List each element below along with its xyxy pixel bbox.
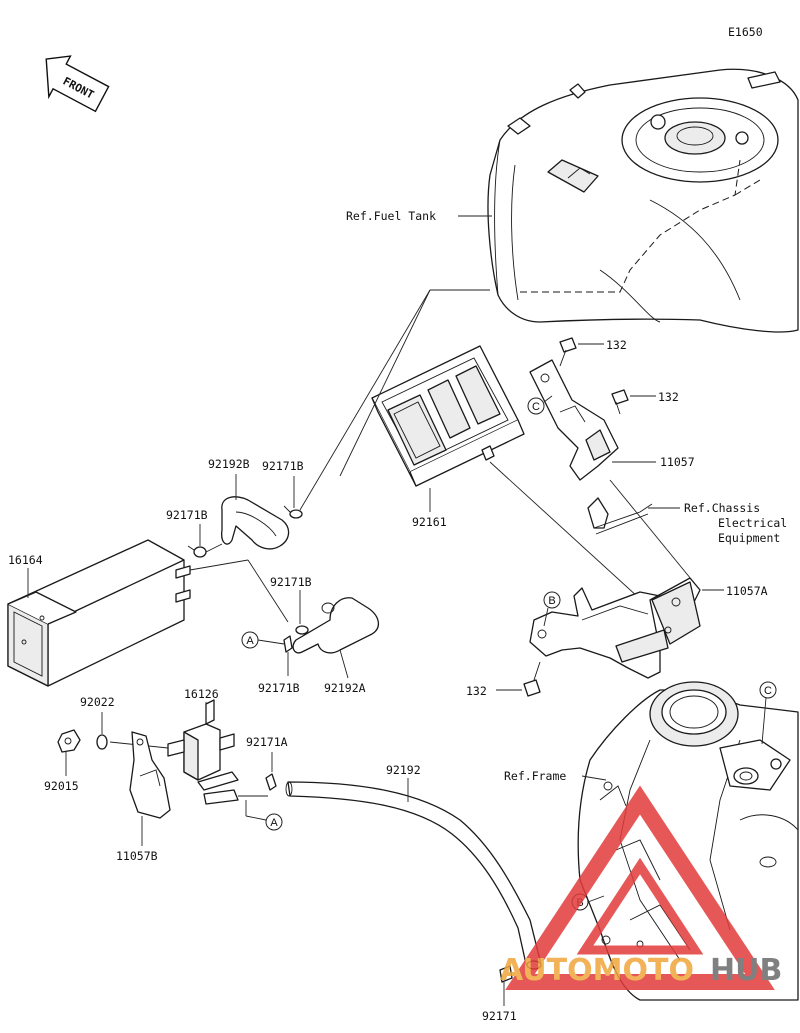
clip-92171b-left xyxy=(187,545,207,558)
label-132-c: 132 xyxy=(466,684,487,698)
leader-tag-b2 xyxy=(587,895,605,903)
ref-tag-c1 xyxy=(527,397,545,415)
label-16126: 16126 xyxy=(184,687,219,701)
ref-chassis-label-2: Electrical xyxy=(718,516,787,530)
canister-92161 xyxy=(371,345,525,487)
label-92171b-d: 92171B xyxy=(258,681,300,695)
ref-fuel-tank-label: Ref.Fuel Tank xyxy=(346,209,436,223)
leader-tag-a1 xyxy=(257,639,285,645)
ref-tag-c2 xyxy=(759,681,777,699)
bolt-132-c xyxy=(523,661,541,697)
ref-tag-c1-text: C xyxy=(532,401,540,413)
label-92171b-b: 92171B xyxy=(166,508,208,522)
clip-92171b-top xyxy=(283,505,303,519)
hose-92192a xyxy=(292,597,379,654)
leader-92192a xyxy=(339,649,349,679)
label-92171: 92171 xyxy=(482,1009,517,1023)
label-92171b-c: 92171B xyxy=(270,575,312,589)
nut-92015 xyxy=(57,729,81,753)
leader-canister-bracket xyxy=(489,461,651,609)
canister-16164 xyxy=(7,539,191,687)
clip-92171b-mid xyxy=(295,625,309,635)
leader-tag-a2b xyxy=(245,815,267,821)
label-92171b-a: 92171B xyxy=(262,459,304,473)
leader-chassis-line xyxy=(609,479,701,591)
chassis-bracket-ref xyxy=(587,497,653,535)
label-132-b: 132 xyxy=(658,390,679,404)
ref-tag-a2 xyxy=(265,813,283,831)
watermark-logo: AUTOMOTO HUB xyxy=(500,785,782,990)
ref-chassis-label-3: Equipment xyxy=(718,531,780,545)
frame xyxy=(577,681,799,1001)
label-16164: 16164 xyxy=(8,553,43,567)
watermark-text-1: AUTOMOTO xyxy=(500,953,694,988)
leader-ref-frame xyxy=(581,775,607,781)
leader-tag-c1 xyxy=(543,395,553,403)
clip-92171a xyxy=(265,773,277,791)
bolt-132-b xyxy=(611,389,629,415)
bracket-11057a xyxy=(529,577,701,679)
diagram-code: E1650 xyxy=(728,25,763,39)
hose-92192 xyxy=(285,781,542,970)
leader-canister-pipe2 xyxy=(247,559,289,623)
leader-tag-b1 xyxy=(543,607,549,627)
solenoid-valve-16126 xyxy=(167,699,239,805)
label-11057: 11057 xyxy=(660,455,695,469)
leader-tag-c2 xyxy=(761,697,767,745)
label-92161: 92161 xyxy=(412,515,447,529)
bracket-11057b xyxy=(129,731,171,819)
clip-92171 xyxy=(499,965,513,983)
ref-tag-a2-text: A xyxy=(270,817,278,829)
bracket-11057 xyxy=(529,337,619,481)
label-92171a: 92171A xyxy=(246,735,288,749)
ref-tag-a1-text: A xyxy=(246,635,254,647)
watermark-text-2: HUB xyxy=(710,953,782,988)
leader-canister-top xyxy=(339,289,431,477)
leader-canister-pipe xyxy=(189,559,249,571)
leader-canister-hose xyxy=(299,289,431,511)
label-92192b: 92192B xyxy=(208,457,250,471)
clip-92171b-low xyxy=(283,635,293,653)
ref-frame-label: Ref.Frame xyxy=(504,769,566,783)
label-92015: 92015 xyxy=(44,779,79,793)
ref-chassis-label-1: Ref.Chassis xyxy=(684,501,760,515)
label-92022: 92022 xyxy=(80,695,115,709)
washer-92022 xyxy=(96,734,108,750)
front-arrow-icon: FRONT xyxy=(45,55,110,113)
hose-link-left xyxy=(205,543,223,553)
ref-tag-b1 xyxy=(543,591,561,609)
fuel-tank xyxy=(487,68,799,333)
hose-92192b xyxy=(221,496,290,550)
label-132-a: 132 xyxy=(606,338,627,352)
label-11057a: 11057A xyxy=(726,584,768,598)
ref-tag-b1-text: B xyxy=(548,595,555,607)
label-92192: 92192 xyxy=(386,763,421,777)
ref-tag-c2-text: C xyxy=(764,685,772,697)
label-92192a: 92192A xyxy=(324,681,366,695)
label-11057b: 11057B xyxy=(116,849,158,863)
